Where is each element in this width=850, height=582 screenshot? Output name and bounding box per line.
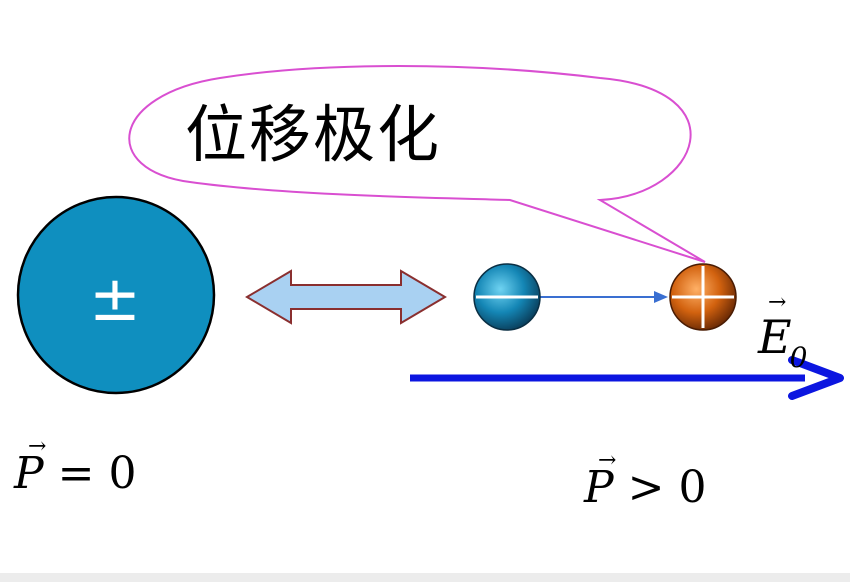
callout-bubble — [128, 65, 706, 263]
polarization-symbol: P — [14, 448, 44, 499]
displacement-arrow-head — [654, 291, 668, 303]
vector-arrow-icon: → — [28, 434, 47, 459]
plus-minus-sign: ± — [89, 262, 141, 335]
field-symbol: E — [758, 310, 792, 364]
polarization-symbol: P — [584, 462, 614, 513]
field-subscript: 0 — [789, 341, 808, 374]
field-arrow-head — [788, 356, 844, 400]
polarization-relation: = 0 — [43, 448, 137, 499]
bottom-border-strip — [0, 573, 850, 582]
transition-double-arrow — [245, 269, 447, 325]
polarization-relation: > 0 — [613, 462, 707, 513]
field-vector-symbol: →E — [758, 292, 792, 361]
vector-arrow-icon: → — [598, 448, 617, 473]
unpolarized-atom-circle — [16, 195, 216, 395]
unpolarized-polarization-caption: →P = 0 — [14, 436, 136, 496]
polarization-vector-symbol: →P — [584, 450, 616, 510]
callout-label: 位移极化 — [185, 98, 442, 171]
vector-arrow-icon: → — [768, 290, 787, 315]
field-label: →E0 — [758, 292, 809, 372]
polarized-polarization-caption: →P > 0 — [584, 450, 706, 510]
polarization-vector-symbol: →P — [14, 436, 46, 496]
